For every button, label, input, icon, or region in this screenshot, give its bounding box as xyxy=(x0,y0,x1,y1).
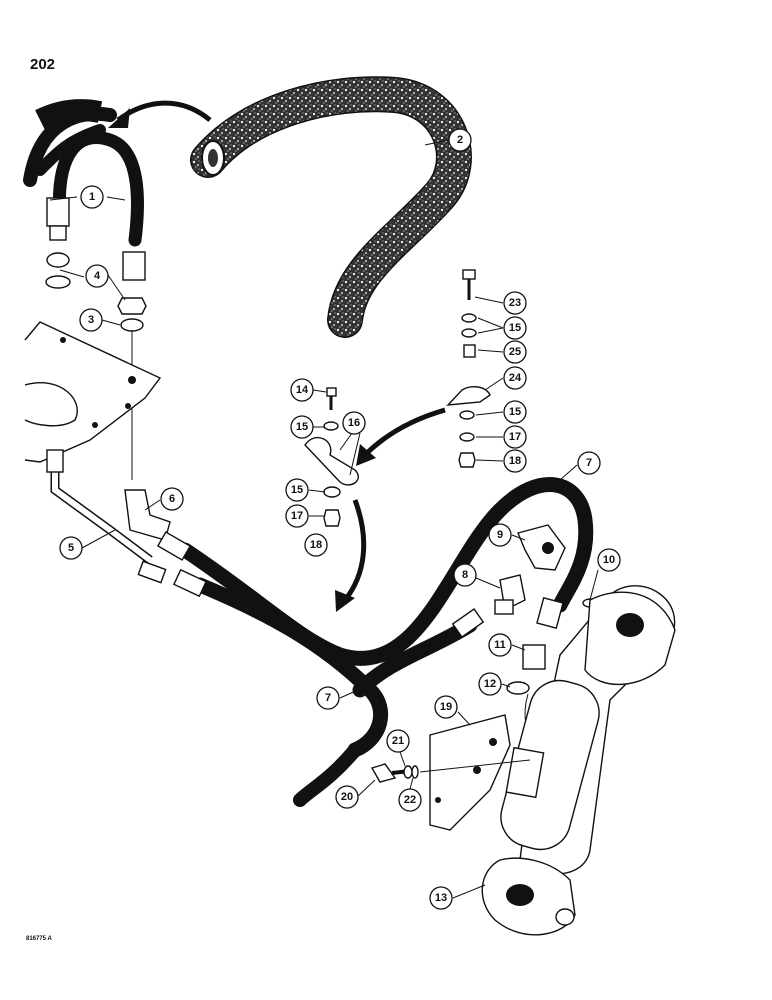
callout-label: 15 xyxy=(291,484,303,496)
callout-5: 5 xyxy=(59,536,83,560)
callout-8: 8 xyxy=(453,563,477,587)
callout-label: 4 xyxy=(94,270,101,282)
callout-label: 10 xyxy=(603,554,615,566)
callout-label: 12 xyxy=(484,678,496,690)
callout-label: 23 xyxy=(509,297,521,309)
direction-arrows xyxy=(108,100,446,612)
callout-label: 15 xyxy=(296,421,308,433)
callout-label: 6 xyxy=(169,493,175,505)
callout-14: 14 xyxy=(290,378,314,402)
callout-label: 15 xyxy=(509,406,521,418)
hose-sleeve xyxy=(190,76,472,338)
callout-9: 9 xyxy=(488,523,512,547)
callout-25: 25 xyxy=(503,340,527,364)
callout-label: 13 xyxy=(435,892,447,904)
bracket xyxy=(370,714,531,831)
callout-3: 3 xyxy=(79,308,103,332)
callout-label: 22 xyxy=(404,794,416,806)
callout-label: 20 xyxy=(341,791,353,803)
callout-label: 9 xyxy=(497,529,503,541)
tube-and-elbow xyxy=(46,449,171,584)
callout-label: 2 xyxy=(457,134,463,146)
callout-label: 17 xyxy=(291,510,303,522)
mounting-plate xyxy=(24,321,162,463)
callout-label: 7 xyxy=(325,692,331,704)
callout-label: 3 xyxy=(88,314,94,326)
callout-18-b: 18 xyxy=(503,449,527,473)
callout-label: 11 xyxy=(494,639,506,651)
callout-6: 6 xyxy=(160,487,184,511)
callout-23: 23 xyxy=(503,291,527,315)
callout-15-a: 15 xyxy=(290,415,314,439)
callout-17-a: 17 xyxy=(285,504,309,528)
nuts-washers xyxy=(45,252,147,480)
callout-17-b: 17 xyxy=(503,425,527,449)
callout-label: 18 xyxy=(509,455,521,467)
callout-2: 2 xyxy=(448,128,472,152)
callout-label: 24 xyxy=(509,372,522,384)
callout-label: 21 xyxy=(392,735,404,747)
callout-15-d: 15 xyxy=(503,400,527,424)
callout-label: 25 xyxy=(509,346,521,358)
callout-10: 10 xyxy=(597,548,621,572)
long-hoses xyxy=(156,477,594,807)
callout-21: 21 xyxy=(386,729,410,753)
leader-lines xyxy=(49,139,599,899)
callout-18-a: 18 xyxy=(304,533,328,557)
callout-4: 4 xyxy=(85,264,109,288)
callout-15-b: 15 xyxy=(285,478,309,502)
callout-11: 11 xyxy=(488,633,512,657)
callout-15-c: 15 xyxy=(503,316,527,340)
callout-13: 13 xyxy=(429,886,453,910)
callout-label: 18 xyxy=(310,539,322,551)
callout-7-lower: 7 xyxy=(316,686,340,710)
callout-label: 16 xyxy=(348,417,360,429)
hose-pair-top xyxy=(23,99,146,281)
callout-12: 12 xyxy=(478,672,502,696)
callout-label: 17 xyxy=(509,431,521,443)
callout-label: 14 xyxy=(296,384,309,396)
callout-22: 22 xyxy=(398,788,422,812)
callout-7-upper: 7 xyxy=(577,451,601,475)
callout-24: 24 xyxy=(503,366,527,390)
callout-label: 7 xyxy=(586,457,592,469)
hydraulic-cylinder xyxy=(481,585,676,936)
callout-label: 5 xyxy=(68,542,74,554)
page-number: 202 xyxy=(30,56,56,73)
callout-19: 19 xyxy=(434,695,458,719)
callout-label: 1 xyxy=(89,191,95,203)
callout-label: 8 xyxy=(462,569,468,581)
callout-label: 19 xyxy=(440,701,452,713)
callout-20: 20 xyxy=(335,785,359,809)
clamp-assembly-left xyxy=(304,387,359,527)
callout-16: 16 xyxy=(342,411,366,435)
callout-1: 1 xyxy=(80,185,104,209)
figure-code: 816775 A xyxy=(26,936,52,942)
clamp-assembly-right xyxy=(446,269,491,468)
callout-label: 15 xyxy=(509,322,521,334)
